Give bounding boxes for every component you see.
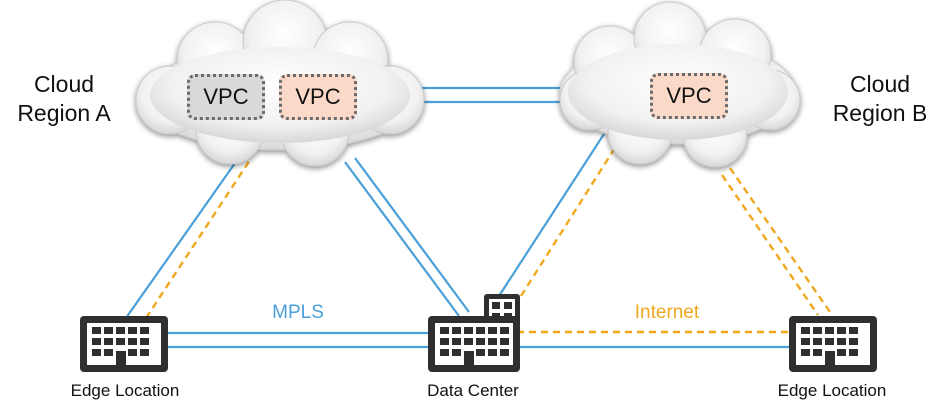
vpc-a-gray: VPC <box>187 74 265 120</box>
data-center-label: Data Center <box>427 381 519 400</box>
internet-label: Internet <box>634 302 700 323</box>
mpls-label: MPLS <box>272 302 324 323</box>
internet-links <box>144 139 831 334</box>
building-icon <box>789 316 877 372</box>
building-icon <box>80 316 168 372</box>
data-center-building-icon <box>428 294 520 372</box>
vpc-b-peach: VPC <box>650 73 728 119</box>
region-b-label: Cloud Region B <box>832 71 928 126</box>
region-a-label: Cloud Region A <box>17 71 111 126</box>
mpls-links <box>125 86 789 349</box>
edge-location-left-label: Edge Location <box>70 381 180 400</box>
edge-location-right-label: Edge Location <box>777 381 887 400</box>
vpc-a-peach: VPC <box>279 74 357 120</box>
